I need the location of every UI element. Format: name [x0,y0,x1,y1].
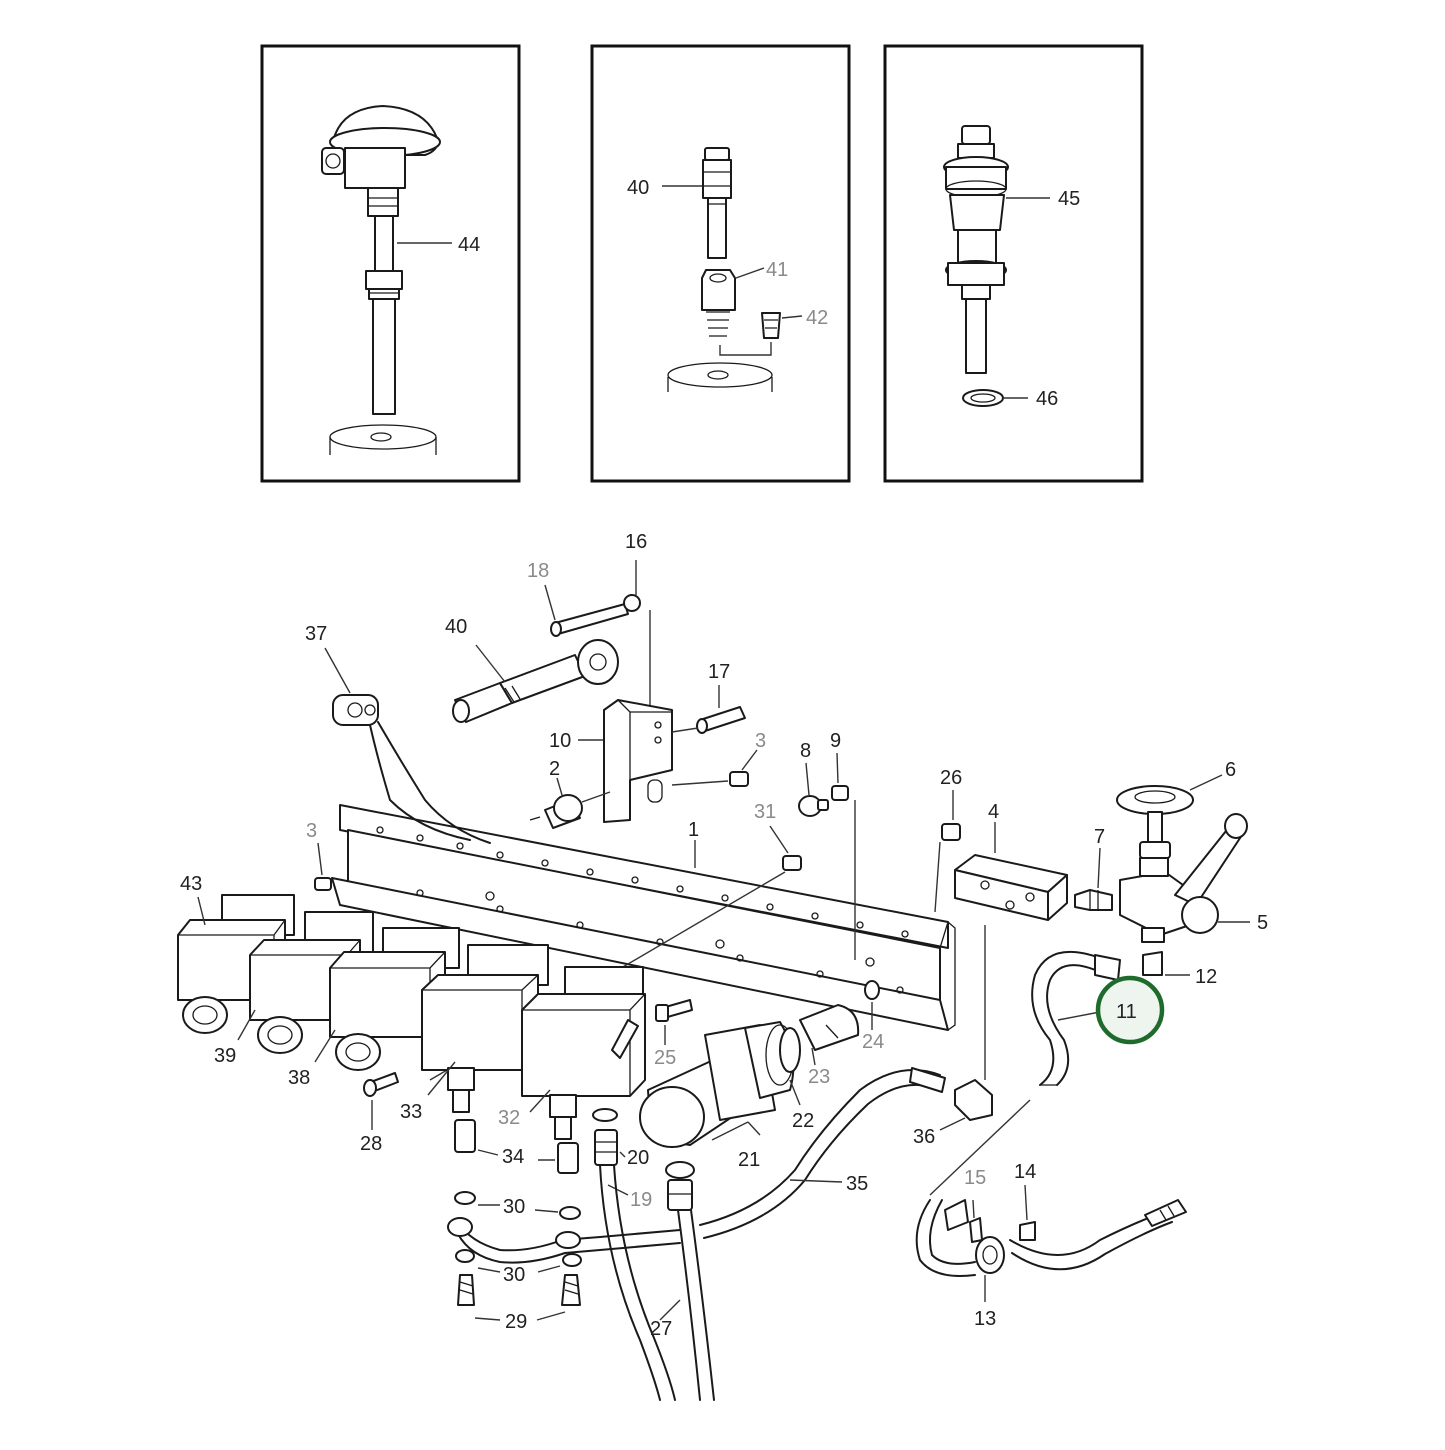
label-33: 33 [400,1101,422,1123]
inset-thermocouple: 44 [260,44,521,483]
label-41-inset: 41 [766,259,788,281]
relay-box-39: 39 [214,911,374,1067]
label-28: 28 [360,1133,382,1155]
label-18: 18 [527,560,549,582]
part-13-15-hose-assembly: 15 14 13 [915,1099,1187,1330]
part-12-elbow: 12 [1142,951,1217,988]
label-17: 17 [708,661,730,683]
label-19: 19 [630,1189,652,1211]
label-24: 24 [862,1031,884,1053]
label-21: 21 [738,1149,760,1171]
part-9-washer: 9 [830,730,856,960]
label-13: 13 [974,1308,996,1330]
label-11: 11 [1116,1001,1137,1023]
label-32: 32 [498,1107,520,1129]
label-3-left: 3 [306,820,317,842]
label-1: 1 [688,819,699,841]
highlight-ring-11[interactable] [1095,975,1165,1045]
label-45-inset: 45 [1058,188,1080,210]
part-5-valve: 6 5 [1116,759,1268,943]
part-10-bracket: 10 [549,699,673,823]
part-18-bolt: 18 [527,560,641,637]
part-11-hose: 11 [1031,950,1165,1086]
part-34-30-29-fittings: 34 30 30 29 [447,1119,681,1333]
label-31: 31 [754,801,776,823]
label-37: 37 [305,623,327,645]
label-25: 25 [654,1047,676,1069]
relay-box-38: 38 [288,927,460,1089]
label-38: 38 [288,1067,310,1089]
label-34: 34 [502,1146,524,1168]
label-7: 7 [1094,826,1105,848]
label-30-upper: 30 [503,1196,525,1218]
label-12: 12 [1195,966,1217,988]
relay-box-33: 33 [400,944,549,1123]
part-3-nut-upper: 3 [671,730,766,787]
part-26-nut: 26 [934,767,962,913]
label-15: 15 [964,1167,986,1189]
part-3-nut-left: 3 [306,820,332,891]
label-10: 10 [549,730,571,752]
part-8-plug: 8 [798,740,829,817]
part-35-hose: 35 [699,1067,946,1239]
main-assembly: 37 40 18 16 [177,531,1268,1401]
part-37-clamp: 37 [305,623,379,726]
part-19-20-fittings: 19 20 27 [592,1108,715,1401]
label-35: 35 [846,1173,868,1195]
relay-box-32: 32 [498,966,646,1140]
label-6: 6 [1225,759,1236,781]
label-42-inset: 42 [806,307,828,329]
part-21-motor: 21 22 23 24 [639,980,884,1171]
label-22: 22 [792,1110,814,1132]
label-9: 9 [830,730,841,752]
label-3-upper: 3 [755,730,766,752]
label-4: 4 [988,801,999,823]
part-17-pin: 17 [671,661,746,734]
label-16: 16 [625,531,647,553]
label-40-inset: 40 [627,177,649,199]
inset-gauge-valve: 45 46 [883,44,1144,483]
label-27: 27 [650,1318,672,1340]
label-30-lower: 30 [503,1264,525,1286]
part-36-elbow: 36 [913,1079,993,1148]
label-8: 8 [800,740,811,762]
part-2-sensor: 2 [529,758,611,829]
label-43: 43 [180,873,202,895]
mounting-plate [331,804,956,1031]
part-4-block: 4 [954,801,1068,1080]
label-36: 36 [913,1126,935,1148]
label-23: 23 [808,1066,830,1088]
label-40: 40 [445,616,467,638]
label-39: 39 [214,1045,236,1067]
part-40-connector: 40 [445,616,619,723]
label-5: 5 [1257,912,1268,934]
label-14: 14 [1014,1161,1036,1183]
inset-connector: 40 41 42 [590,44,851,483]
label-44-inset: 44 [458,234,480,256]
label-46-inset: 46 [1036,388,1058,410]
label-20: 20 [627,1147,649,1169]
part-7-fitting: 7 [1074,826,1113,911]
part-28-screw: 28 [360,1072,399,1155]
label-26: 26 [940,767,962,789]
label-2: 2 [549,758,560,780]
part-25-bolt: 25 [654,999,693,1069]
label-29: 29 [505,1311,527,1333]
